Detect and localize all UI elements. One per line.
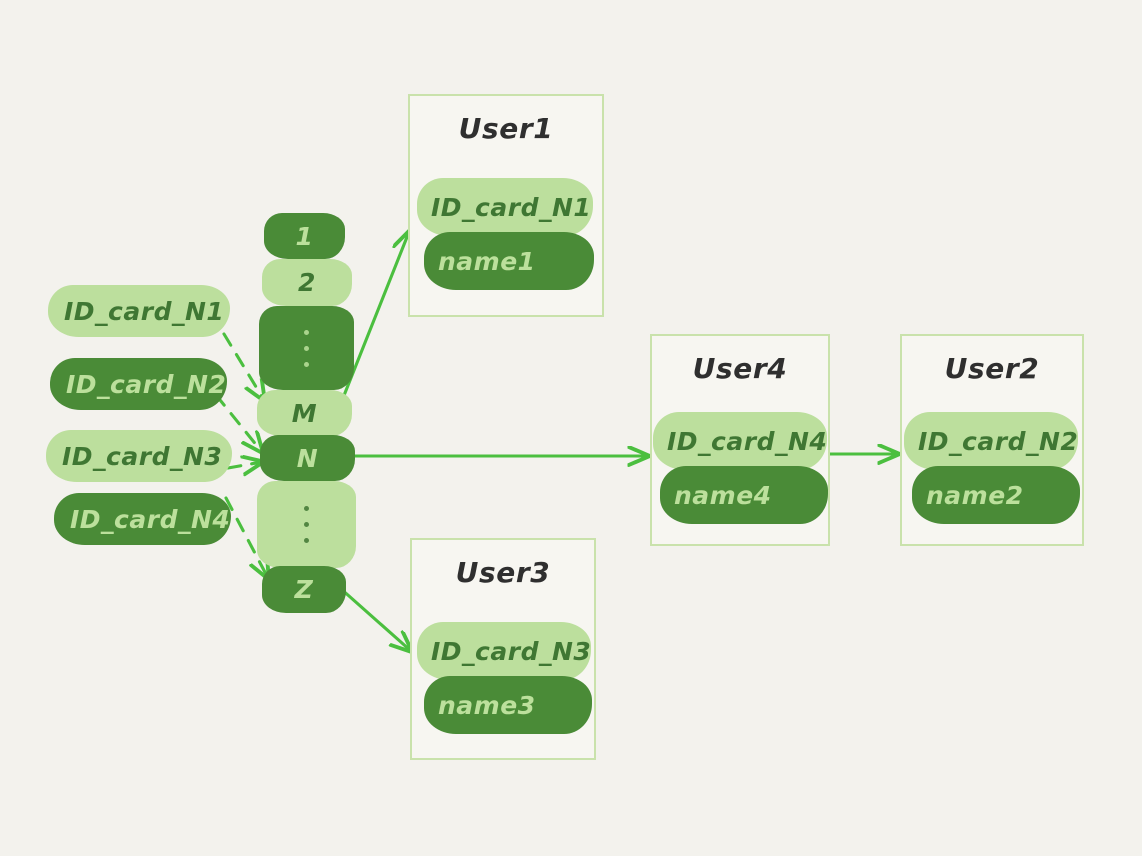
user-card-title: User3 (455, 556, 551, 589)
user1-name-label: name1 (438, 246, 536, 276)
user3-name-label: name3 (438, 690, 536, 720)
hash-bucket-ellipsis-upper (259, 306, 354, 390)
arrow-bucket-z-to-user3 (338, 586, 411, 651)
user3-id-card-pill[interactable]: ID_card_N3 (417, 622, 591, 680)
user1-name-pill[interactable]: name1 (424, 232, 594, 290)
user-card-title: User2 (944, 352, 1040, 385)
hash-bucket-m[interactable]: M (257, 390, 352, 436)
source-pill-label: ID_card_N1 (64, 296, 225, 326)
source-pill-label: ID_card_N2 (66, 369, 227, 399)
user1-id-card-label: ID_card_N1 (431, 192, 592, 222)
vertical-ellipsis-icon (304, 481, 309, 568)
source-pill-label: ID_card_N4 (70, 504, 231, 534)
hash-bucket-z[interactable]: Z (262, 566, 346, 613)
hash-bucket-2[interactable]: 2 (262, 259, 352, 306)
user4-name-label: name4 (674, 480, 772, 510)
hash-bucket-label: 2 (298, 268, 316, 297)
user1-id-card-pill[interactable]: ID_card_N1 (417, 178, 593, 236)
source-pill-label: ID_card_N3 (62, 441, 223, 471)
source-pill-id-card-n3[interactable]: ID_card_N3 (46, 430, 232, 482)
user2-name-label: name2 (926, 480, 1024, 510)
source-pill-id-card-n1[interactable]: ID_card_N1 (48, 285, 230, 337)
source-pill-id-card-n4[interactable]: ID_card_N4 (54, 493, 231, 545)
user2-id-card-pill[interactable]: ID_card_N2 (904, 412, 1078, 470)
hash-bucket-ellipsis-lower (257, 481, 356, 568)
user4-id-card-pill[interactable]: ID_card_N4 (653, 412, 827, 470)
hash-bucket-label: 1 (295, 221, 314, 251)
arrow-idcard-n1-to-bucket-m (222, 332, 264, 400)
hash-bucket-label: M (291, 398, 318, 428)
user2-name-pill[interactable]: name2 (912, 466, 1080, 524)
hash-bucket-1[interactable]: 1 (264, 213, 345, 259)
vertical-ellipsis-icon (304, 306, 309, 390)
user-card-title: User1 (458, 112, 554, 145)
user3-name-pill[interactable]: name3 (424, 676, 592, 734)
user4-id-card-label: ID_card_N4 (667, 426, 828, 456)
arrow-idcard-n3-to-bucket-n (226, 462, 262, 468)
user2-id-card-label: ID_card_N2 (918, 426, 1079, 456)
user4-name-pill[interactable]: name4 (660, 466, 828, 524)
hash-bucket-label: N (296, 443, 319, 473)
user3-id-card-label: ID_card_N3 (431, 636, 592, 666)
source-pill-id-card-n2[interactable]: ID_card_N2 (50, 358, 227, 410)
user-card-title: User4 (692, 352, 788, 385)
hash-bucket-label: Z (294, 575, 314, 604)
hash-bucket-n[interactable]: N (260, 435, 355, 481)
